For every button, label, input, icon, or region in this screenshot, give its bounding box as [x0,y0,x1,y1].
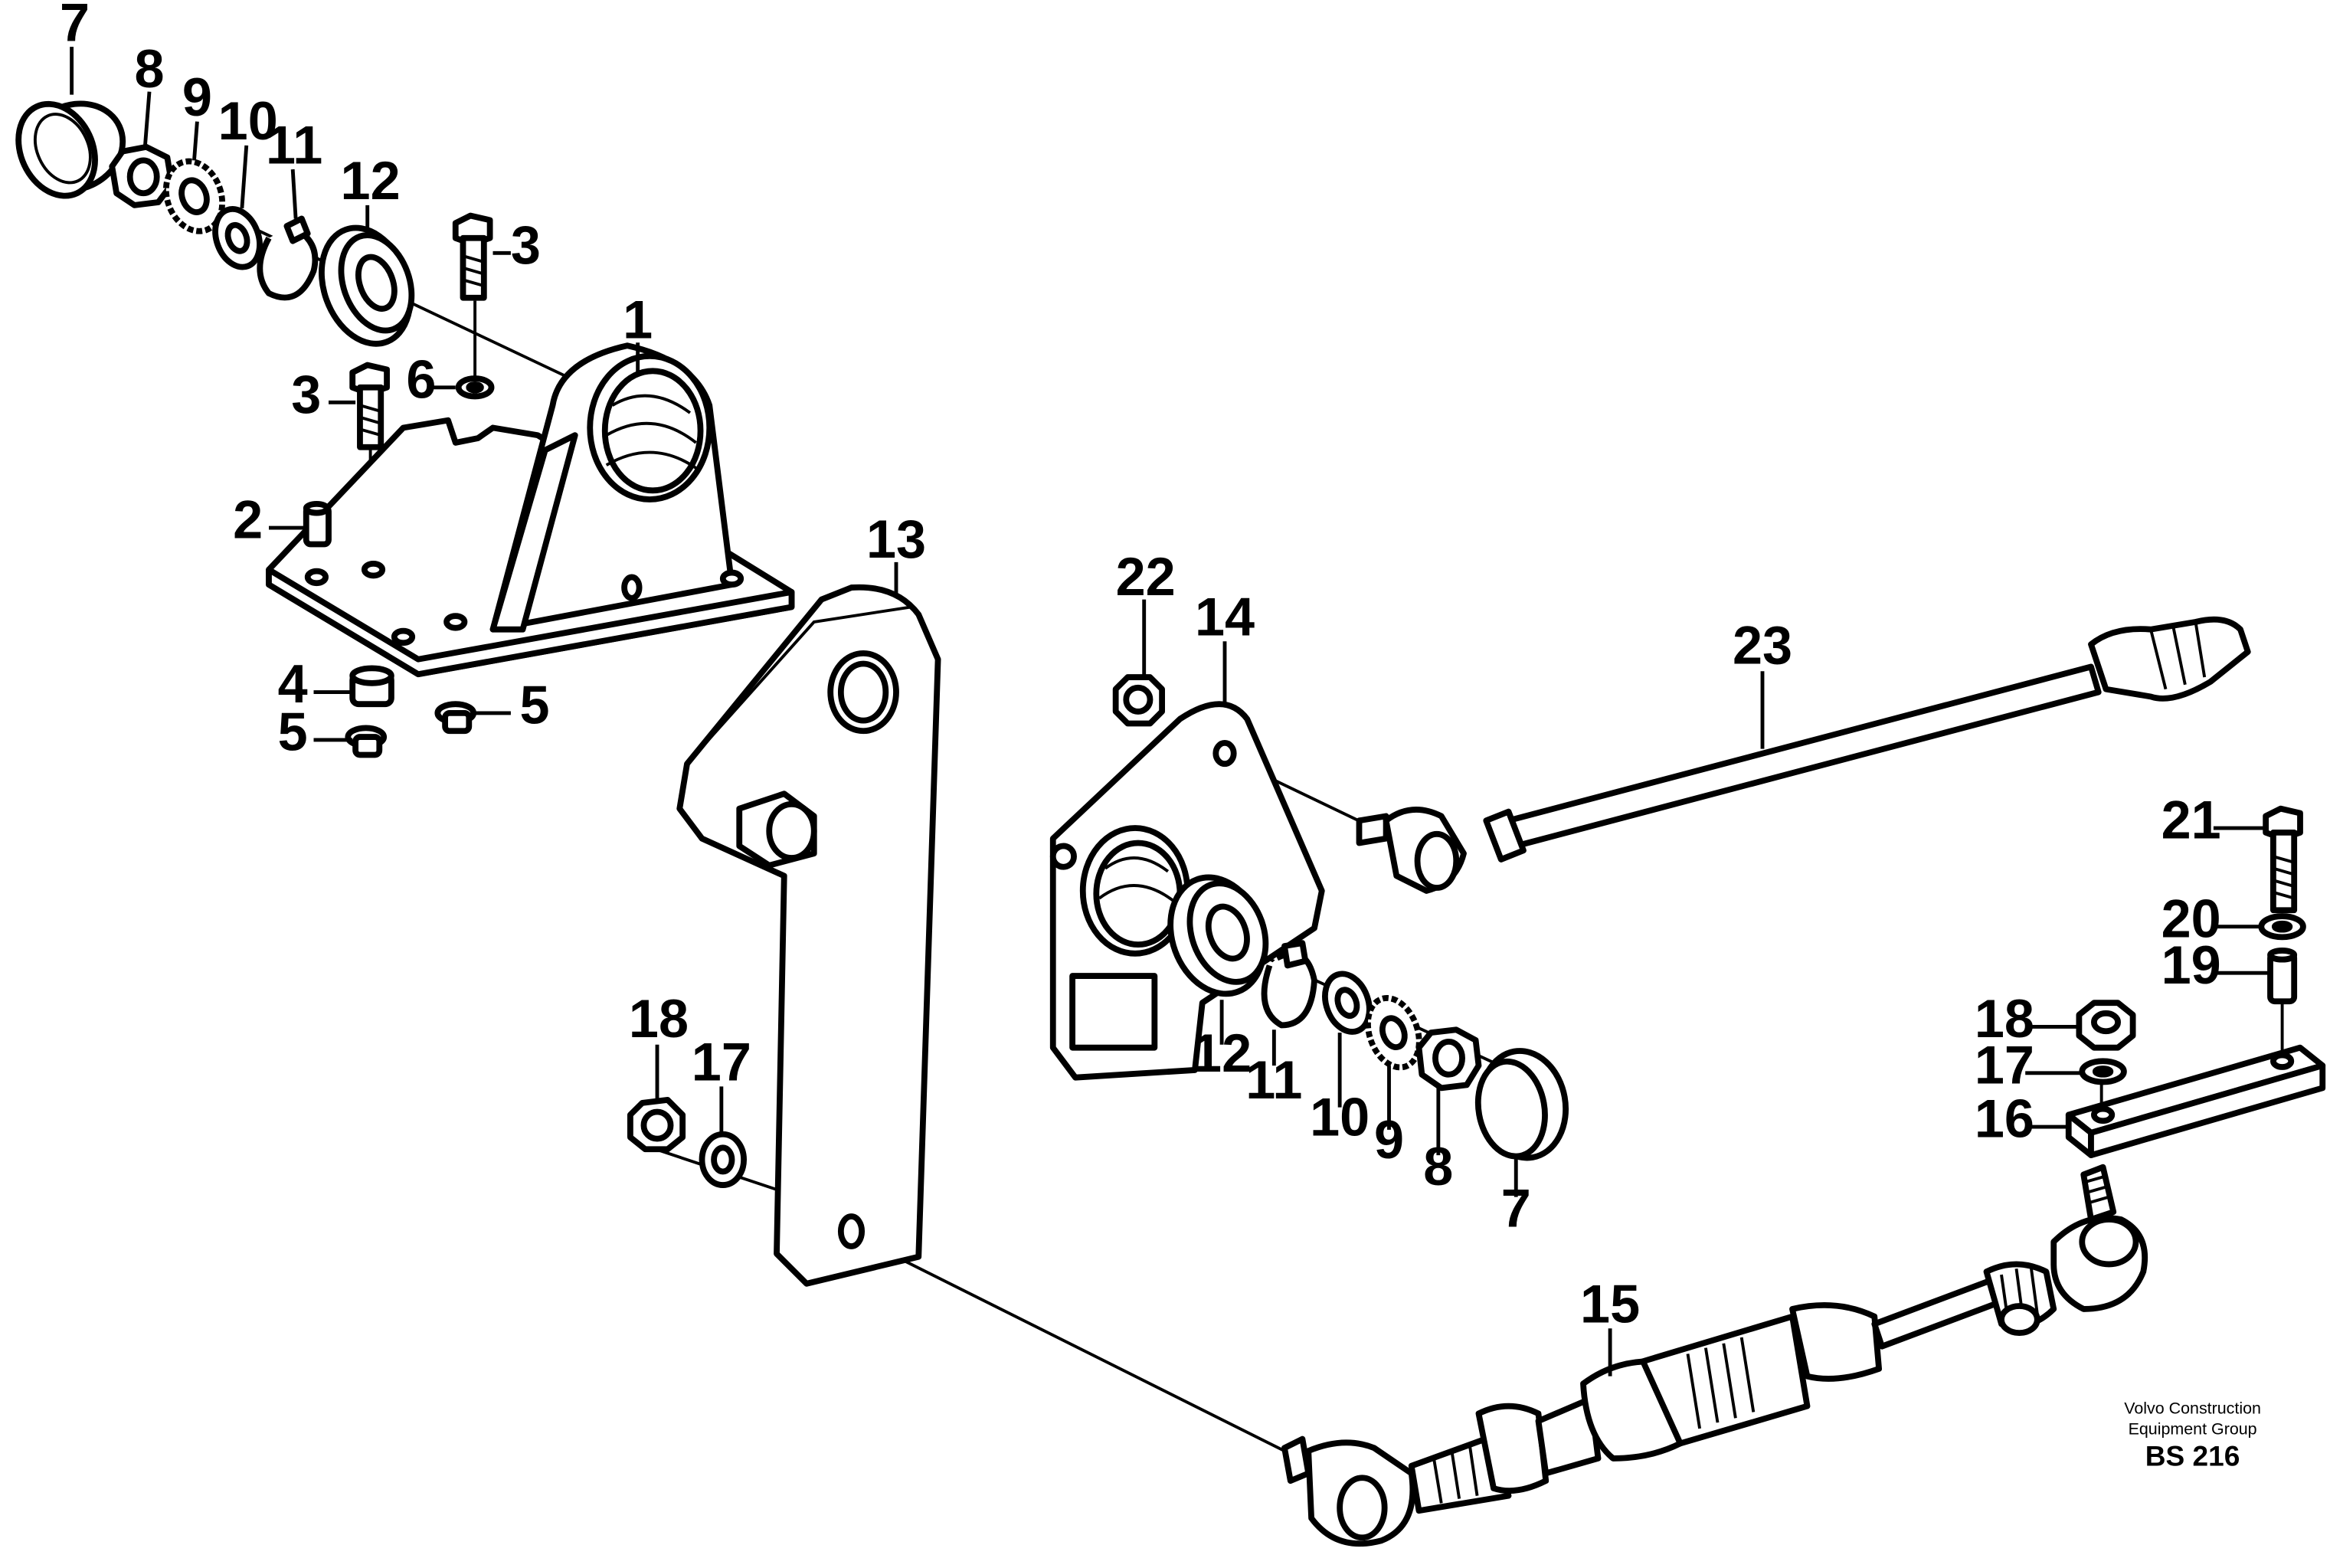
callout-1: 1 [623,289,653,349]
control-rod-23 [1356,616,2251,894]
flange-nut-5a [345,725,388,758]
dowel-pin [303,500,332,548]
callout-9-right: 9 [1374,1109,1404,1170]
callout-20: 20 [2161,888,2221,948]
cap-7-top [15,100,126,199]
callout-12-top: 12 [341,150,401,211]
callout-15: 15 [1580,1273,1640,1334]
callout-13: 13 [866,509,926,569]
ball-bearing-12-right [1167,874,1269,997]
washer-10-top [212,206,263,270]
link-plate-16 [2065,1044,2326,1158]
credit-line-1: Volvo Construction [2124,1399,2261,1417]
callout-22: 22 [1116,546,1176,607]
spacer-4 [349,665,394,708]
callout-19: 19 [2161,935,2221,995]
callout-11-top: 11 [266,114,322,175]
callout-5-left: 5 [278,702,308,762]
sleeve-19 [2267,948,2298,1005]
callout-17-right: 17 [1975,1034,2034,1095]
callout-9-top: 9 [182,67,212,127]
callout-21: 21 [2161,790,2221,850]
callout-10-right: 10 [1310,1087,1370,1147]
washer-17-left [699,1131,747,1188]
callout-14: 14 [1195,586,1255,647]
nut-18-left [627,1097,686,1153]
callout-2: 2 [233,489,263,550]
drawing-code: BS 216 [2145,1440,2240,1472]
washer-6 [455,375,495,400]
cap-7-right [1474,1048,1569,1161]
lock-washer-9-top [162,158,226,234]
publisher-credit: Volvo Construction Equipment Group BS 21… [2124,1399,2261,1471]
bolt-21 [2263,805,2303,914]
leader-lines [70,47,2270,1377]
callout-7-right: 7 [1501,1178,1531,1239]
callout-8-right: 8 [1423,1136,1453,1196]
callout-17-left: 17 [692,1032,751,1092]
nut-22 [1112,674,1165,727]
callout-4: 4 [278,653,308,714]
tie-rod-15 [1281,1164,2148,1547]
slotted-nut-8-right [1415,1026,1482,1092]
lock-washer-9-right [1365,995,1422,1071]
callout-23: 23 [1733,615,1792,676]
bolt-lower [349,362,390,450]
circlip-11-right [1261,940,1317,1029]
washer-17-right [2079,1058,2127,1085]
ball-bearing-12-top [319,224,415,347]
washer-20 [2258,913,2306,941]
nut-18-right [2076,1000,2136,1051]
washer-10-right [1322,971,1373,1035]
callout-6: 6 [406,349,436,409]
bearing-bracket-assembly [266,342,795,678]
callout-7-top: 7 [60,0,90,52]
callout-5-right: 5 [520,675,550,735]
lever-arm-13 [676,584,941,1287]
callout-16: 16 [1975,1088,2034,1149]
callout-8-top: 8 [134,38,164,99]
callout-3-upper: 3 [511,214,541,275]
callout-18-left: 18 [629,988,689,1049]
circlip-11-top [257,215,319,301]
credit-line-2: Equipment Group [2129,1420,2257,1439]
callout-10-top: 10 [218,90,278,151]
callout-3-lower: 3 [291,364,321,424]
callouts: 1 2 3 3 4 5 5 6 7 8 9 10 11 12 13 14 22 … [60,0,2221,1334]
bolt-upper [452,212,493,301]
slotted-nut-8-top [109,143,175,208]
callout-11-right: 11 [1245,1049,1302,1110]
callout-12-right: 12 [1192,1023,1252,1083]
flange-nut-5b [434,701,477,735]
callout-18-right: 18 [1975,988,2034,1049]
